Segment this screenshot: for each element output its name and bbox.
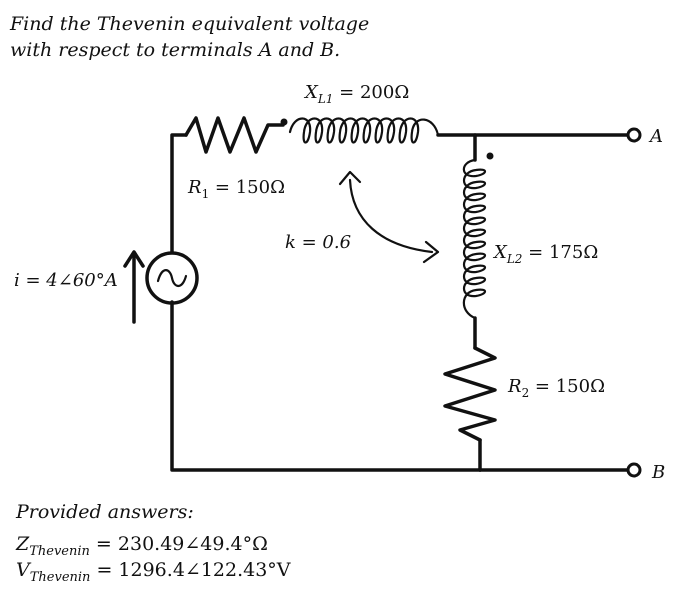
label-xl2-value: = 175Ω <box>522 242 598 263</box>
label-r1: R1 = 150Ω <box>187 177 285 201</box>
polarity-dot-l1 <box>280 118 288 126</box>
problem-line-1: Find the Thevenin equivalent voltage <box>9 13 369 35</box>
label-r1-symbol: R <box>187 177 202 198</box>
inductor-l2-symbol <box>462 158 487 320</box>
problem-line-2: with respect to terminals A and B. <box>10 39 340 61</box>
source-arrow-head-icon <box>123 250 145 268</box>
wire-left-top <box>170 133 188 254</box>
answer-z-value: = 230.49∠49.4°Ω <box>90 533 268 555</box>
label-r2: R2 = 150Ω <box>507 376 605 400</box>
label-r2-subscript: 2 <box>522 386 530 400</box>
inductor-l1-symbol <box>288 117 440 144</box>
label-r2-value: = 150Ω <box>529 376 605 397</box>
current-source-symbol <box>145 251 199 305</box>
terminal-b-label: B <box>651 462 665 483</box>
coupling-arrow-curve <box>348 178 434 254</box>
answer-v-value: = 1296.4∠122.43°V <box>90 559 290 581</box>
answer-v-subscript: Thevenin <box>30 570 91 585</box>
label-xl2-subscript: L2 <box>506 252 523 266</box>
label-xl1-symbol: X <box>303 82 319 103</box>
terminal-a-label: A <box>648 126 663 147</box>
terminal-b-icon <box>626 462 642 478</box>
label-xl2: XL2 = 175Ω <box>492 242 598 266</box>
sine-wave-icon <box>156 269 188 288</box>
label-xl2-symbol: X <box>492 242 508 263</box>
label-r1-value: = 150Ω <box>209 177 285 198</box>
circuit-wires <box>170 133 630 472</box>
label-r1-subscript: 1 <box>202 187 210 201</box>
resistor-r1-symbol <box>184 116 285 154</box>
terminal-a-icon <box>626 127 642 143</box>
polarity-dot-l2 <box>486 152 494 160</box>
label-r2-symbol: R <box>507 376 522 397</box>
label-xl1-subscript: L1 <box>317 92 334 106</box>
answers-heading: Provided answers: <box>15 501 194 523</box>
label-xl1: XL1 = 200Ω <box>303 82 409 106</box>
answer-z-symbol: Z <box>15 533 30 555</box>
coupling-arrowhead-top-icon <box>338 170 362 186</box>
answer-z-subscript: Thevenin <box>29 544 90 559</box>
label-coupling-k: k = 0.6 <box>285 232 351 253</box>
answer-v-symbol: V <box>16 559 32 581</box>
resistor-r2-symbol <box>443 346 497 442</box>
coupling-arrowhead-right-icon <box>422 240 440 264</box>
label-xl1-value: = 200Ω <box>333 82 409 103</box>
label-source-current: i = 4∠60°A <box>14 270 118 291</box>
answer-v-thevenin: VThevenin = 1296.4∠122.43°V <box>16 559 291 585</box>
wire-bottom <box>170 300 482 472</box>
answer-z-thevenin: ZThevenin = 230.49∠49.4°Ω <box>15 533 268 559</box>
